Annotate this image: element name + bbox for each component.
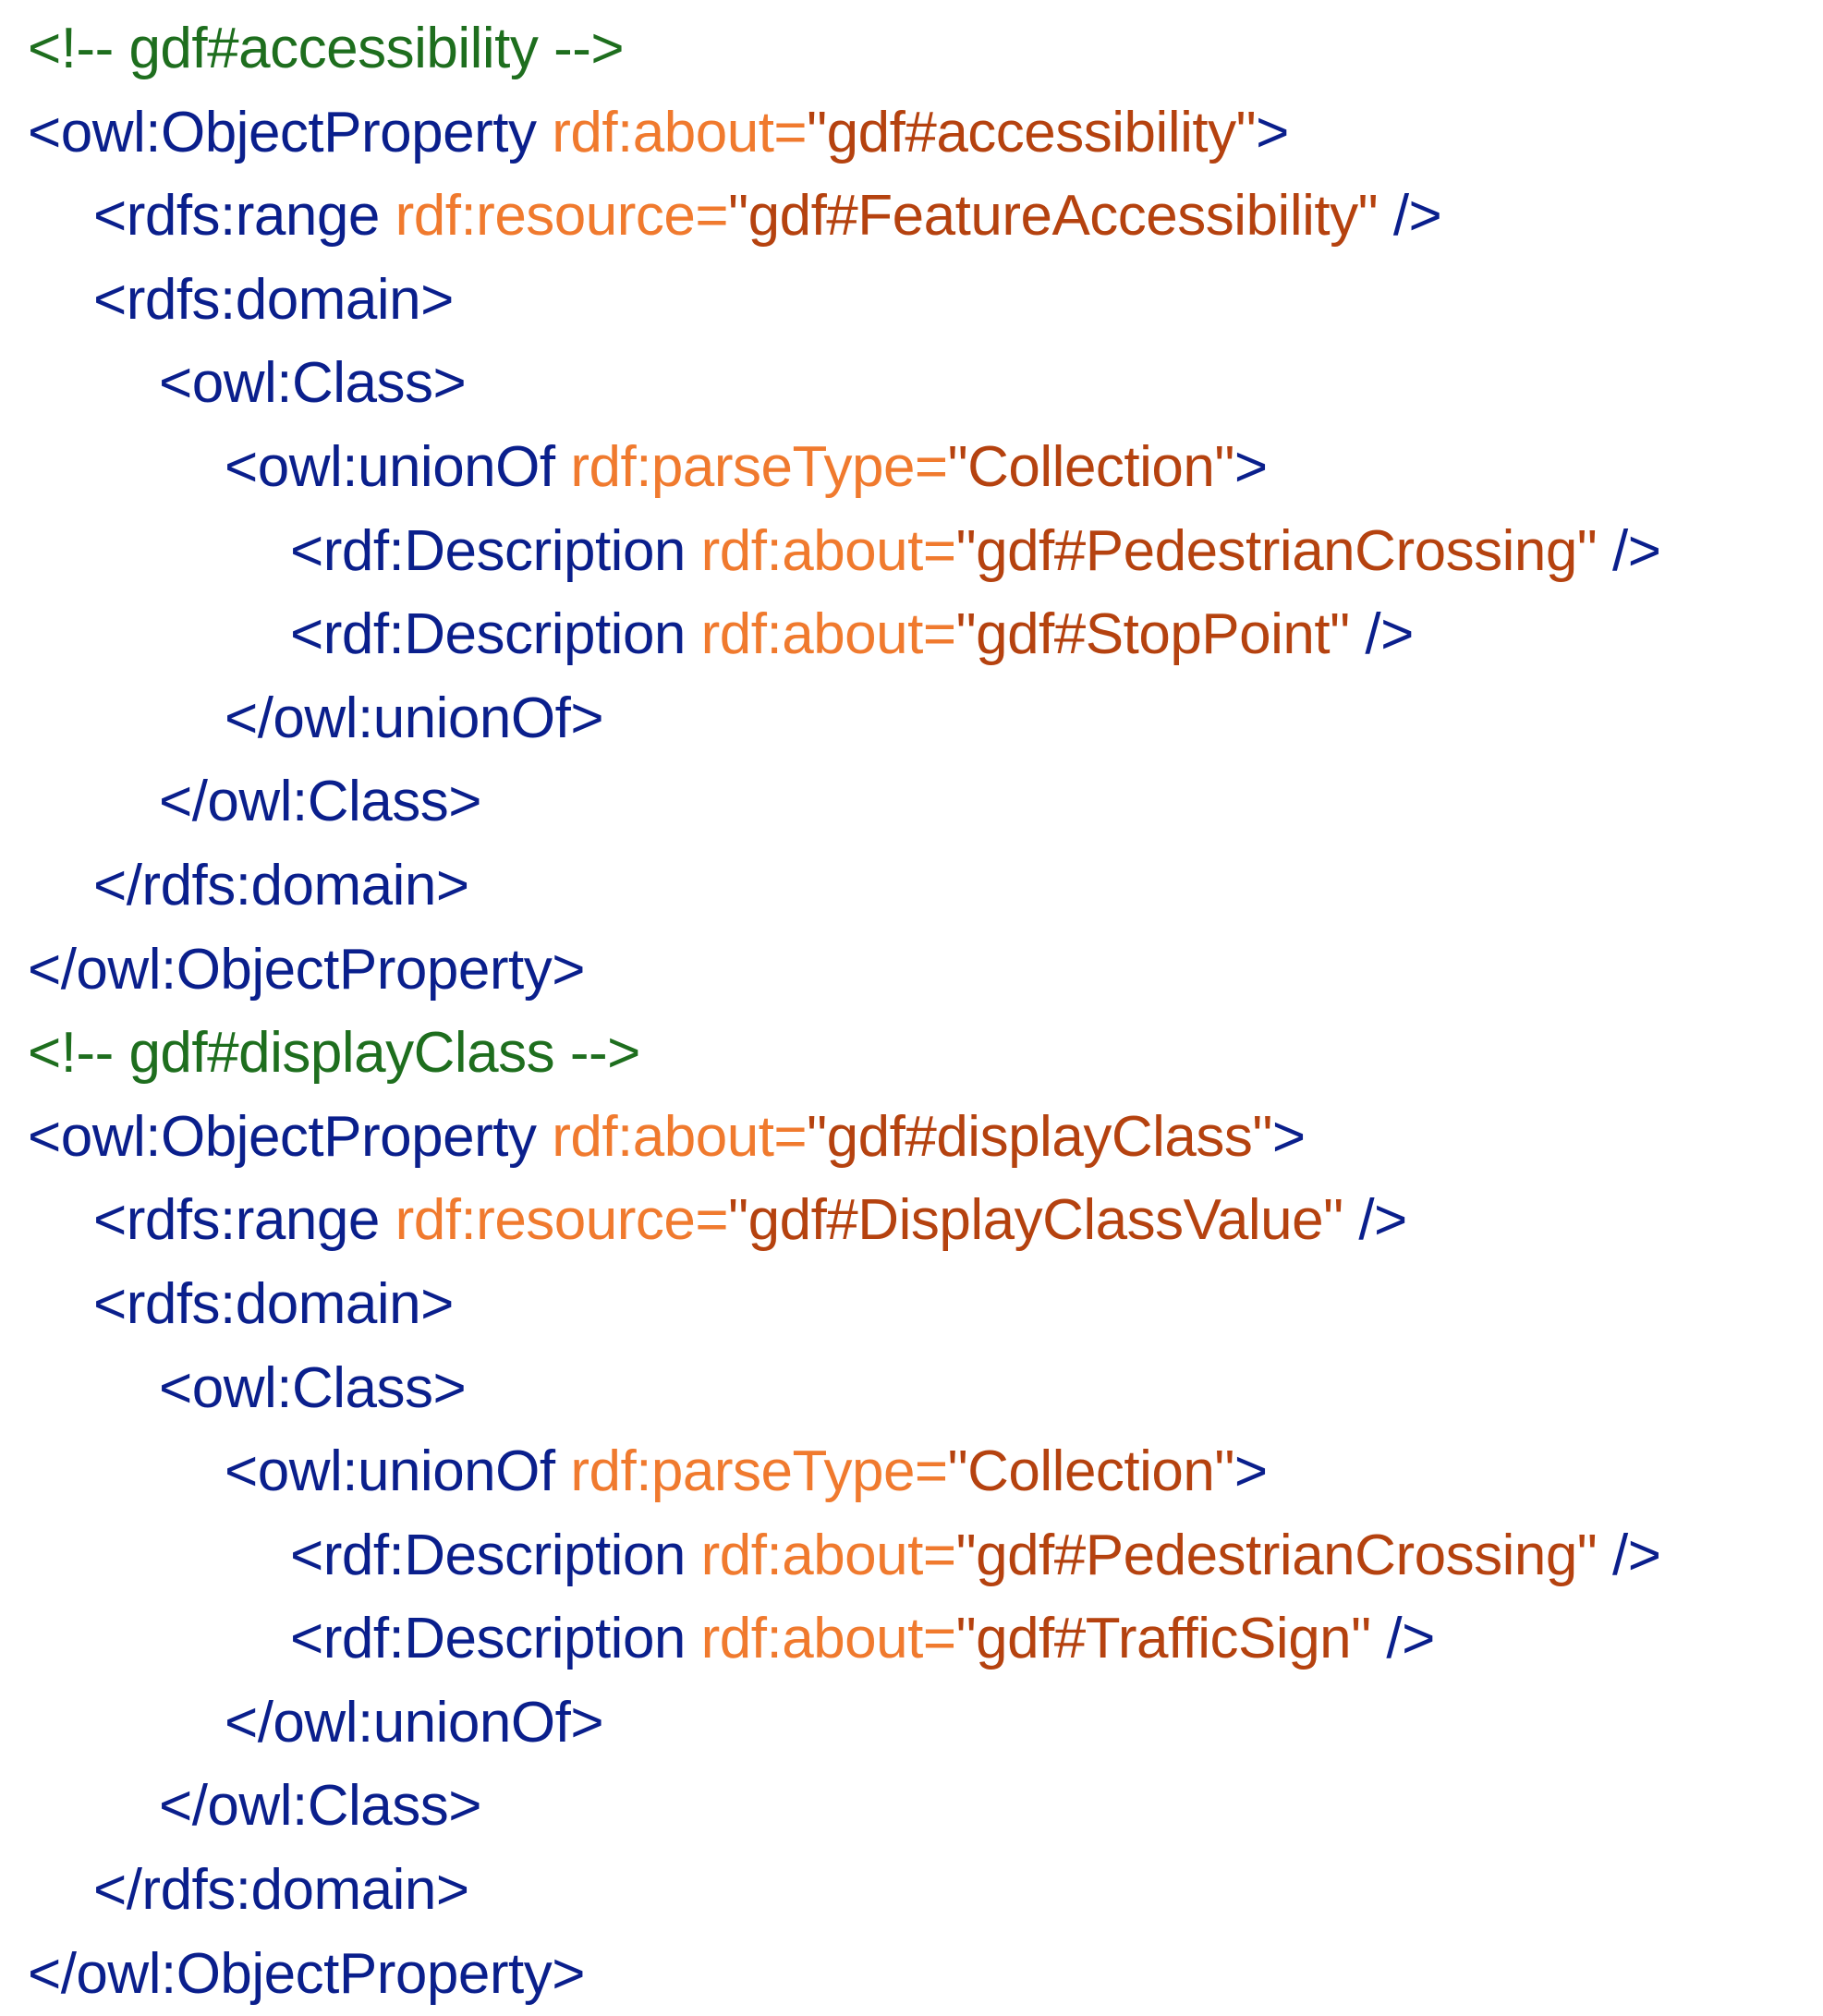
xml-attribute-value: "gdf#TrafficSign" [955,1607,1372,1671]
xml-comment: <!-- gdf#accessibility --> [28,17,625,80]
xml-tag: <rdfs:domain> [93,267,454,332]
xml-tag: </owl:ObjectProperty> [28,937,585,1002]
xml-tag: > [1256,100,1289,164]
xml-attribute: rdf:resource= [395,1188,729,1253]
code-line: <owl:Class> [28,342,1811,426]
code-listing: <!-- gdf#accessibility --> <owl:ObjectPro… [28,0,1811,2009]
xml-tag: <rdf:Description [290,518,701,583]
xml-attribute-value: "gdf#FeatureAccessibility" [728,184,1379,249]
code-line: </owl:ObjectProperty> [28,929,1811,1013]
xml-tag: /> [1343,1188,1407,1253]
xml-comment: <!-- gdf#displayClass --> [28,1021,640,1086]
xml-tag: <owl:unionOf [225,434,571,499]
xml-attribute-value: "gdf#accessibility" [807,100,1257,164]
code-line: </owl:unionOf> [28,1682,1811,1766]
xml-attribute: rdf:about= [700,1523,956,1587]
xml-tag: </rdfs:domain> [93,853,469,917]
xml-attribute-value: "gdf#PedestrianCrossing" [955,518,1598,583]
code-line: </owl:Class> [28,760,1811,844]
xml-attribute: rdf:about= [700,518,956,583]
code-line: </owl:unionOf> [28,677,1811,761]
xml-tag: /> [1370,1607,1435,1671]
xml-tag: <owl:Class> [159,1355,467,1420]
xml-attribute-value: "gdf#DisplayClassValue" [728,1188,1343,1253]
xml-tag: > [1234,1439,1268,1504]
xml-attribute: rdf:about= [552,100,808,164]
xml-attribute-value: "Collection" [947,434,1235,499]
code-line: <rdf:Description rdf:about="gdf#Pedestri… [28,1514,1811,1598]
xml-attribute: rdf:about= [700,602,956,667]
xml-tag: <owl:ObjectProperty [28,1104,553,1169]
xml-attribute-value: "gdf#displayClass" [807,1104,1272,1169]
xml-tag: <owl:ObjectProperty [28,100,553,164]
xml-attribute: rdf:about= [700,1607,956,1671]
xml-tag: </owl:Class> [159,1774,481,1839]
code-line: <!-- gdf#displayClass --> [28,1012,1811,1096]
xml-tag: <rdfs:range [93,184,395,249]
xml-tag: /> [1378,184,1442,249]
xml-tag: <rdf:Description [290,1607,701,1671]
code-line: <rdfs:range rdf:resource="gdf#DisplayCla… [28,1179,1811,1263]
code-line: <rdfs:domain> [28,1263,1811,1347]
xml-tag: </owl:unionOf> [225,686,604,750]
xml-attribute: rdf:about= [552,1104,808,1169]
xml-tag: > [1234,434,1268,499]
code-line: <rdf:Description rdf:about="gdf#TrafficS… [28,1597,1811,1682]
xml-attribute: rdf:resource= [395,184,729,249]
xml-tag: <rdfs:domain> [93,1271,454,1336]
xml-tag: </owl:unionOf> [225,1690,604,1755]
xml-tag: <rdfs:range [93,1188,395,1253]
xml-attribute-value: "gdf#StopPoint" [955,602,1351,667]
xml-tag: /> [1349,602,1414,667]
xml-attribute: rdf:parseType= [570,434,948,499]
xml-attribute-value: "gdf#PedestrianCrossing" [955,1523,1598,1587]
code-line: <owl:unionOf rdf:parseType="Collection"> [28,1430,1811,1514]
code-line: <owl:ObjectProperty rdf:about="gdf#acces… [28,91,1811,176]
xml-tag: <owl:Class> [159,351,467,416]
code-line: <rdf:Description rdf:about="gdf#StopPoin… [28,593,1811,677]
code-line: </rdfs:domain> [28,844,1811,929]
xml-tag: </owl:Class> [159,770,481,834]
xml-tag: <rdf:Description [290,602,701,667]
xml-tag: </owl:ObjectProperty> [28,1941,585,2006]
xml-tag: <rdf:Description [290,1523,701,1587]
code-line: <owl:ObjectProperty rdf:about="gdf#displ… [28,1096,1811,1180]
xml-tag: /> [1597,518,1661,583]
xml-tag: <owl:unionOf [225,1439,571,1504]
code-line: <owl:Class> [28,1347,1811,1431]
xml-tag: > [1271,1104,1306,1169]
code-line: </owl:Class> [28,1765,1811,1849]
xml-tag: /> [1597,1523,1661,1587]
code-line: <rdf:Description rdf:about="gdf#Pedestri… [28,510,1811,594]
code-line: </owl:ObjectProperty> [28,1933,1811,2016]
code-line: <!-- gdf#accessibility --> [28,7,1811,91]
xml-attribute: rdf:parseType= [570,1439,948,1504]
xml-attribute-value: "Collection" [947,1439,1235,1504]
code-line: <rdfs:domain> [28,259,1811,343]
xml-tag: </rdfs:domain> [93,1858,469,1923]
code-line: <owl:unionOf rdf:parseType="Collection"> [28,426,1811,510]
code-line: </rdfs:domain> [28,1849,1811,1933]
code-line: <rdfs:range rdf:resource="gdf#FeatureAcc… [28,175,1811,259]
